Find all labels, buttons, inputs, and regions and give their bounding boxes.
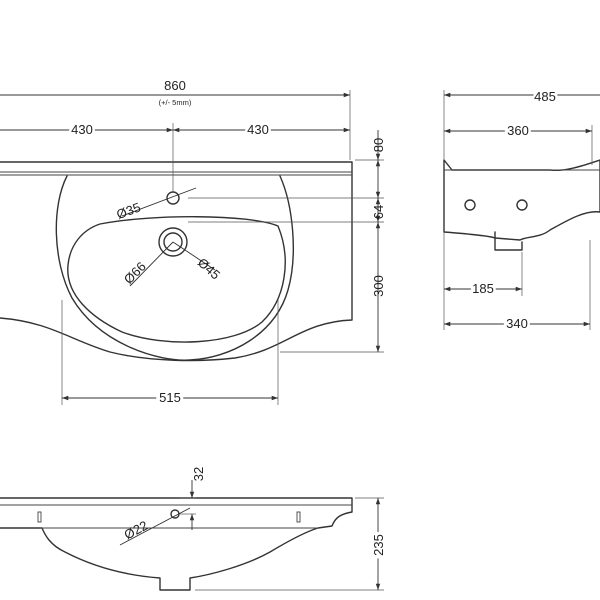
dim-bowl-width: 515 [159,390,181,405]
dim-tap-to-waste: 64 [371,205,386,219]
dim-overall-height-bg: 235 [371,534,386,556]
dim-rim-height: 80 [371,138,386,152]
dim-half-left: 430 [71,122,93,137]
leader-overflow [119,507,191,546]
dim-half-right: 430 [247,122,269,137]
section-view: 32 Ø22 235 235 [0,467,389,591]
leader-tap-hole [121,187,197,217]
dim-overflow-offset: 32 [191,467,206,481]
leader-waste-inner [172,241,216,271]
basin-top-outline [0,161,353,362]
bowl-outer-outline [55,175,294,361]
dim-tolerance: (+/- 5mm) [159,98,192,107]
waste-outer [158,227,188,257]
dim-back-to-waste-bg: 185 [472,281,494,296]
dim-bowl-depth: 300 [371,275,386,297]
side-hole-right [516,199,528,211]
bowl-inner-outline [67,216,286,343]
dim-overall-width: 860 [164,78,186,93]
dim-overall-depth-bg: 485 [534,89,556,104]
side-profile-outline [443,159,600,241]
dim-half-right-bg: 430 [247,122,269,137]
side-view: 485 485 360 360 185 185 340 340 [443,87,600,334]
dim-bowl-width-bg: 515 [159,390,181,405]
label-waste-outer-diameter: Ø66 [121,259,149,287]
dim-overall-height: 235 [371,534,386,556]
dim-back-to-bowl-bg: 360 [507,123,529,138]
dim-half-left-bg: 430 [71,122,93,137]
section-slot-left [37,511,42,523]
waste-inner [163,232,183,252]
dim-back-to-bowl: 360 [507,123,529,138]
side-waste-outline [494,231,523,251]
leader-waste-outer [129,241,174,287]
section-outline [0,497,353,591]
section-slot-right [296,511,301,523]
side-hole-left [464,199,476,211]
front-view: 860 (+/- 5mm) 430 430 430 430 Ø35 Ø66 Ø4… [0,78,386,408]
dim-overall-depth: 485 [534,89,556,104]
label-overflow-diameter: Ø22 [122,518,151,543]
dim-base-depth: 340 [506,316,528,331]
dim-base-depth-bg: 340 [506,316,528,331]
dim-back-to-waste: 185 [472,281,494,296]
